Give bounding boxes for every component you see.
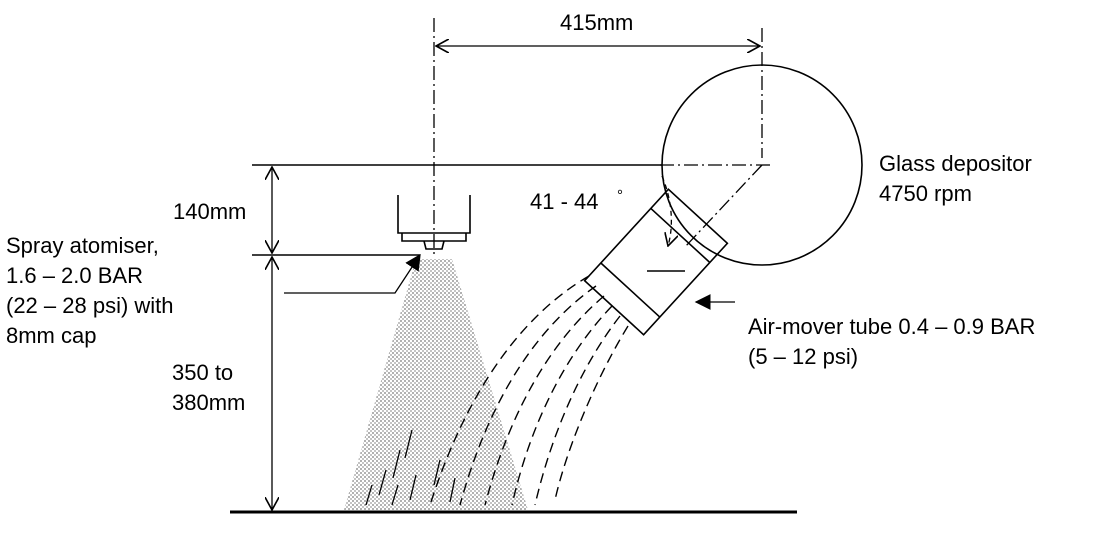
- spray-cone: [344, 259, 528, 510]
- angle-arc: [661, 175, 671, 246]
- atomiser-label-line4: 8mm cap: [6, 323, 96, 348]
- spray-turbulence-marks: [365, 429, 456, 506]
- width-dimension-label: 415mm: [560, 10, 633, 35]
- angle-degree-symbol: °: [617, 187, 623, 204]
- atomiser-label-line2: 1.6 – 2.0 BAR: [6, 263, 143, 288]
- air-mover-tube: [583, 188, 729, 336]
- angle-label: 41 - 44: [530, 189, 599, 214]
- airmover-label-line1: Air-mover tube 0.4 – 0.9 BAR: [748, 314, 1035, 339]
- glass-depositor-circle: [661, 64, 863, 266]
- spray-atomiser-nozzle: [397, 195, 471, 250]
- depositor-label-line2: 4750 rpm: [879, 181, 972, 206]
- depositor-label-line1: Glass depositor: [879, 151, 1032, 176]
- airmover-label-line2: (5 – 12 psi): [748, 344, 858, 369]
- height-dimension-label: 140mm: [173, 199, 246, 224]
- distance-label-line2: 380mm: [172, 390, 245, 415]
- tube-axis-line: [683, 164, 763, 249]
- atomiser-label-line3: (22 – 28 psi) with: [6, 293, 174, 318]
- atomiser-label-line1: Spray atomiser,: [6, 233, 159, 258]
- air-jet-streams: [429, 275, 629, 506]
- distance-label-line1: 350 to: [172, 360, 233, 385]
- atomiser-leader-arrow: [284, 253, 421, 294]
